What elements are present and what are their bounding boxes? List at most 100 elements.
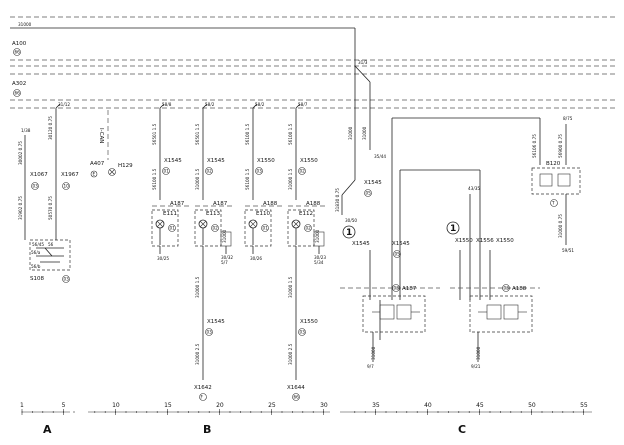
- c-a188: A188: [512, 286, 527, 292]
- a188-module-box: [469, 295, 533, 333]
- c-a187: A187: [402, 286, 417, 292]
- ref-3650: 30/50: [345, 218, 357, 223]
- a187-module-inner-box: [396, 304, 412, 320]
- column-connector2-code: 03: [207, 330, 213, 335]
- c-a188-code: 03: [504, 286, 510, 291]
- column-wire-label: 56100 1.5: [245, 123, 250, 145]
- bottom-code-circle: [292, 393, 300, 401]
- a407-label: A407: [90, 161, 105, 167]
- column-connector-code: 03: [257, 169, 263, 174]
- scale-tick-label: 45: [476, 402, 484, 409]
- section-label-b: B: [203, 423, 211, 436]
- section-a-wire-right: 50570 0.75: [48, 196, 53, 220]
- column-lamp: E111: [163, 211, 177, 217]
- lamp-module-box: [194, 209, 222, 247]
- c-bottom-1: 9/7: [367, 364, 374, 369]
- ref-1b: 1: [450, 224, 456, 234]
- h129-label: H129: [118, 163, 133, 169]
- conn-x1967-code-circle: [62, 182, 70, 190]
- section-a: 31/12 30120 0.75 1/38 30002 0.75 X1067 0…: [18, 102, 79, 283]
- c-x1545-top-code-circle: [364, 189, 372, 197]
- b120-inner-box: [557, 173, 571, 187]
- a100-label: A100: [12, 41, 27, 47]
- c-x1545-top-code: 05: [366, 191, 372, 196]
- connector-code-circle: [255, 167, 263, 175]
- column-ground: 5/34: [314, 260, 324, 265]
- column-ground: 30/32: [221, 255, 233, 260]
- column-bottom-code: 66: [294, 395, 300, 400]
- column-wire2-label: 31000 1.5: [288, 168, 293, 190]
- lamp-module-box: [287, 209, 315, 247]
- column-bottom: X1644: [287, 385, 305, 391]
- conn-x1067-code: 03: [33, 184, 39, 189]
- c-a187-code: 03: [394, 286, 400, 291]
- c-b120: B120: [546, 161, 561, 167]
- scale-tick-label: 55: [580, 402, 588, 409]
- connector-code-circle: [298, 167, 306, 175]
- column-connector2: X1545: [207, 319, 225, 325]
- scale-tick-label: 20: [216, 402, 224, 409]
- column-wire4-label: 31000 2.5: [288, 343, 293, 365]
- column-lamp: E112: [299, 211, 313, 217]
- c-x1545-b-code: 05: [395, 252, 401, 257]
- section-a-top-ref: 31/12: [58, 102, 70, 107]
- scale-tick-label: 10: [112, 402, 120, 409]
- c-wire-31000b: 31000 0.75: [558, 214, 563, 238]
- switch-s108-code: 03: [64, 277, 70, 282]
- a100-code: 66: [15, 50, 21, 55]
- c-wire-56106: 56106 0.75: [532, 134, 537, 158]
- column-connector2: X1550: [300, 319, 318, 325]
- a188-module-inner-box: [486, 304, 502, 320]
- circle-ref-icon: [446, 221, 460, 235]
- b120-code-circle: [550, 199, 558, 207]
- c-bottom-2: 9/21: [471, 364, 481, 369]
- column-lamp: E113: [206, 211, 220, 217]
- column-lamp-ref: A188: [263, 201, 278, 207]
- section-label-c: C: [458, 423, 466, 436]
- scale-tick-label: 50: [528, 402, 536, 409]
- column-connector: X1545: [164, 158, 182, 164]
- lamp-icon: [156, 220, 164, 228]
- lamp-icon: [108, 168, 116, 176]
- column-connector2-code: 03: [300, 330, 306, 335]
- a407-code: E: [93, 172, 96, 177]
- column-connector: X1545: [207, 158, 225, 164]
- scale-tick-label: 15: [164, 402, 172, 409]
- column-ref-box: 31000: [315, 229, 320, 243]
- section-label-a: A: [43, 423, 52, 436]
- wire: [159, 103, 165, 109]
- a100-code-circle: [13, 48, 21, 56]
- scale-tick-label: 40: [424, 402, 432, 409]
- scale-tick-label: 30: [320, 402, 328, 409]
- switch-pin-1: 56/45: [32, 242, 44, 247]
- c-x1545-a: X1545: [352, 241, 370, 247]
- column-ground: 30/25: [157, 256, 169, 261]
- conn-x1067: X1067: [30, 172, 48, 178]
- section-a-wire-mid: 31902 0.75: [18, 196, 23, 220]
- column-connector: X1550: [300, 158, 318, 164]
- connector2-code-circle: [205, 328, 213, 336]
- lamp-code-circle: [304, 224, 312, 232]
- b120-inner-box: [539, 173, 553, 187]
- bottom-code-circle: [199, 393, 207, 401]
- lamp-icon: [249, 220, 257, 228]
- column-lamp-ref: A187: [170, 201, 185, 207]
- column-lamp: E110: [256, 211, 270, 217]
- ref-4335: 43/35: [468, 186, 480, 191]
- scale-tick-label: 1: [20, 402, 24, 409]
- column-wire3-label: 31000 1.5: [288, 276, 293, 298]
- lamp-icon: [199, 220, 207, 228]
- column-wire3-label: 31000 1.5: [195, 276, 200, 298]
- switch-s108-code-circle: [62, 275, 70, 283]
- connector-code-circle: [162, 167, 170, 175]
- column-top-ref: 58/2: [255, 102, 265, 107]
- b120-box: [531, 167, 581, 195]
- lamp-code-circle: [261, 224, 269, 232]
- switch-pin-2: 56: [48, 242, 54, 247]
- ref-4875: 8/75: [563, 116, 573, 121]
- column-lamp-code: 02: [306, 226, 312, 231]
- conn-x1067-code-circle: [31, 182, 39, 190]
- a188-module-inner-box: [503, 304, 519, 320]
